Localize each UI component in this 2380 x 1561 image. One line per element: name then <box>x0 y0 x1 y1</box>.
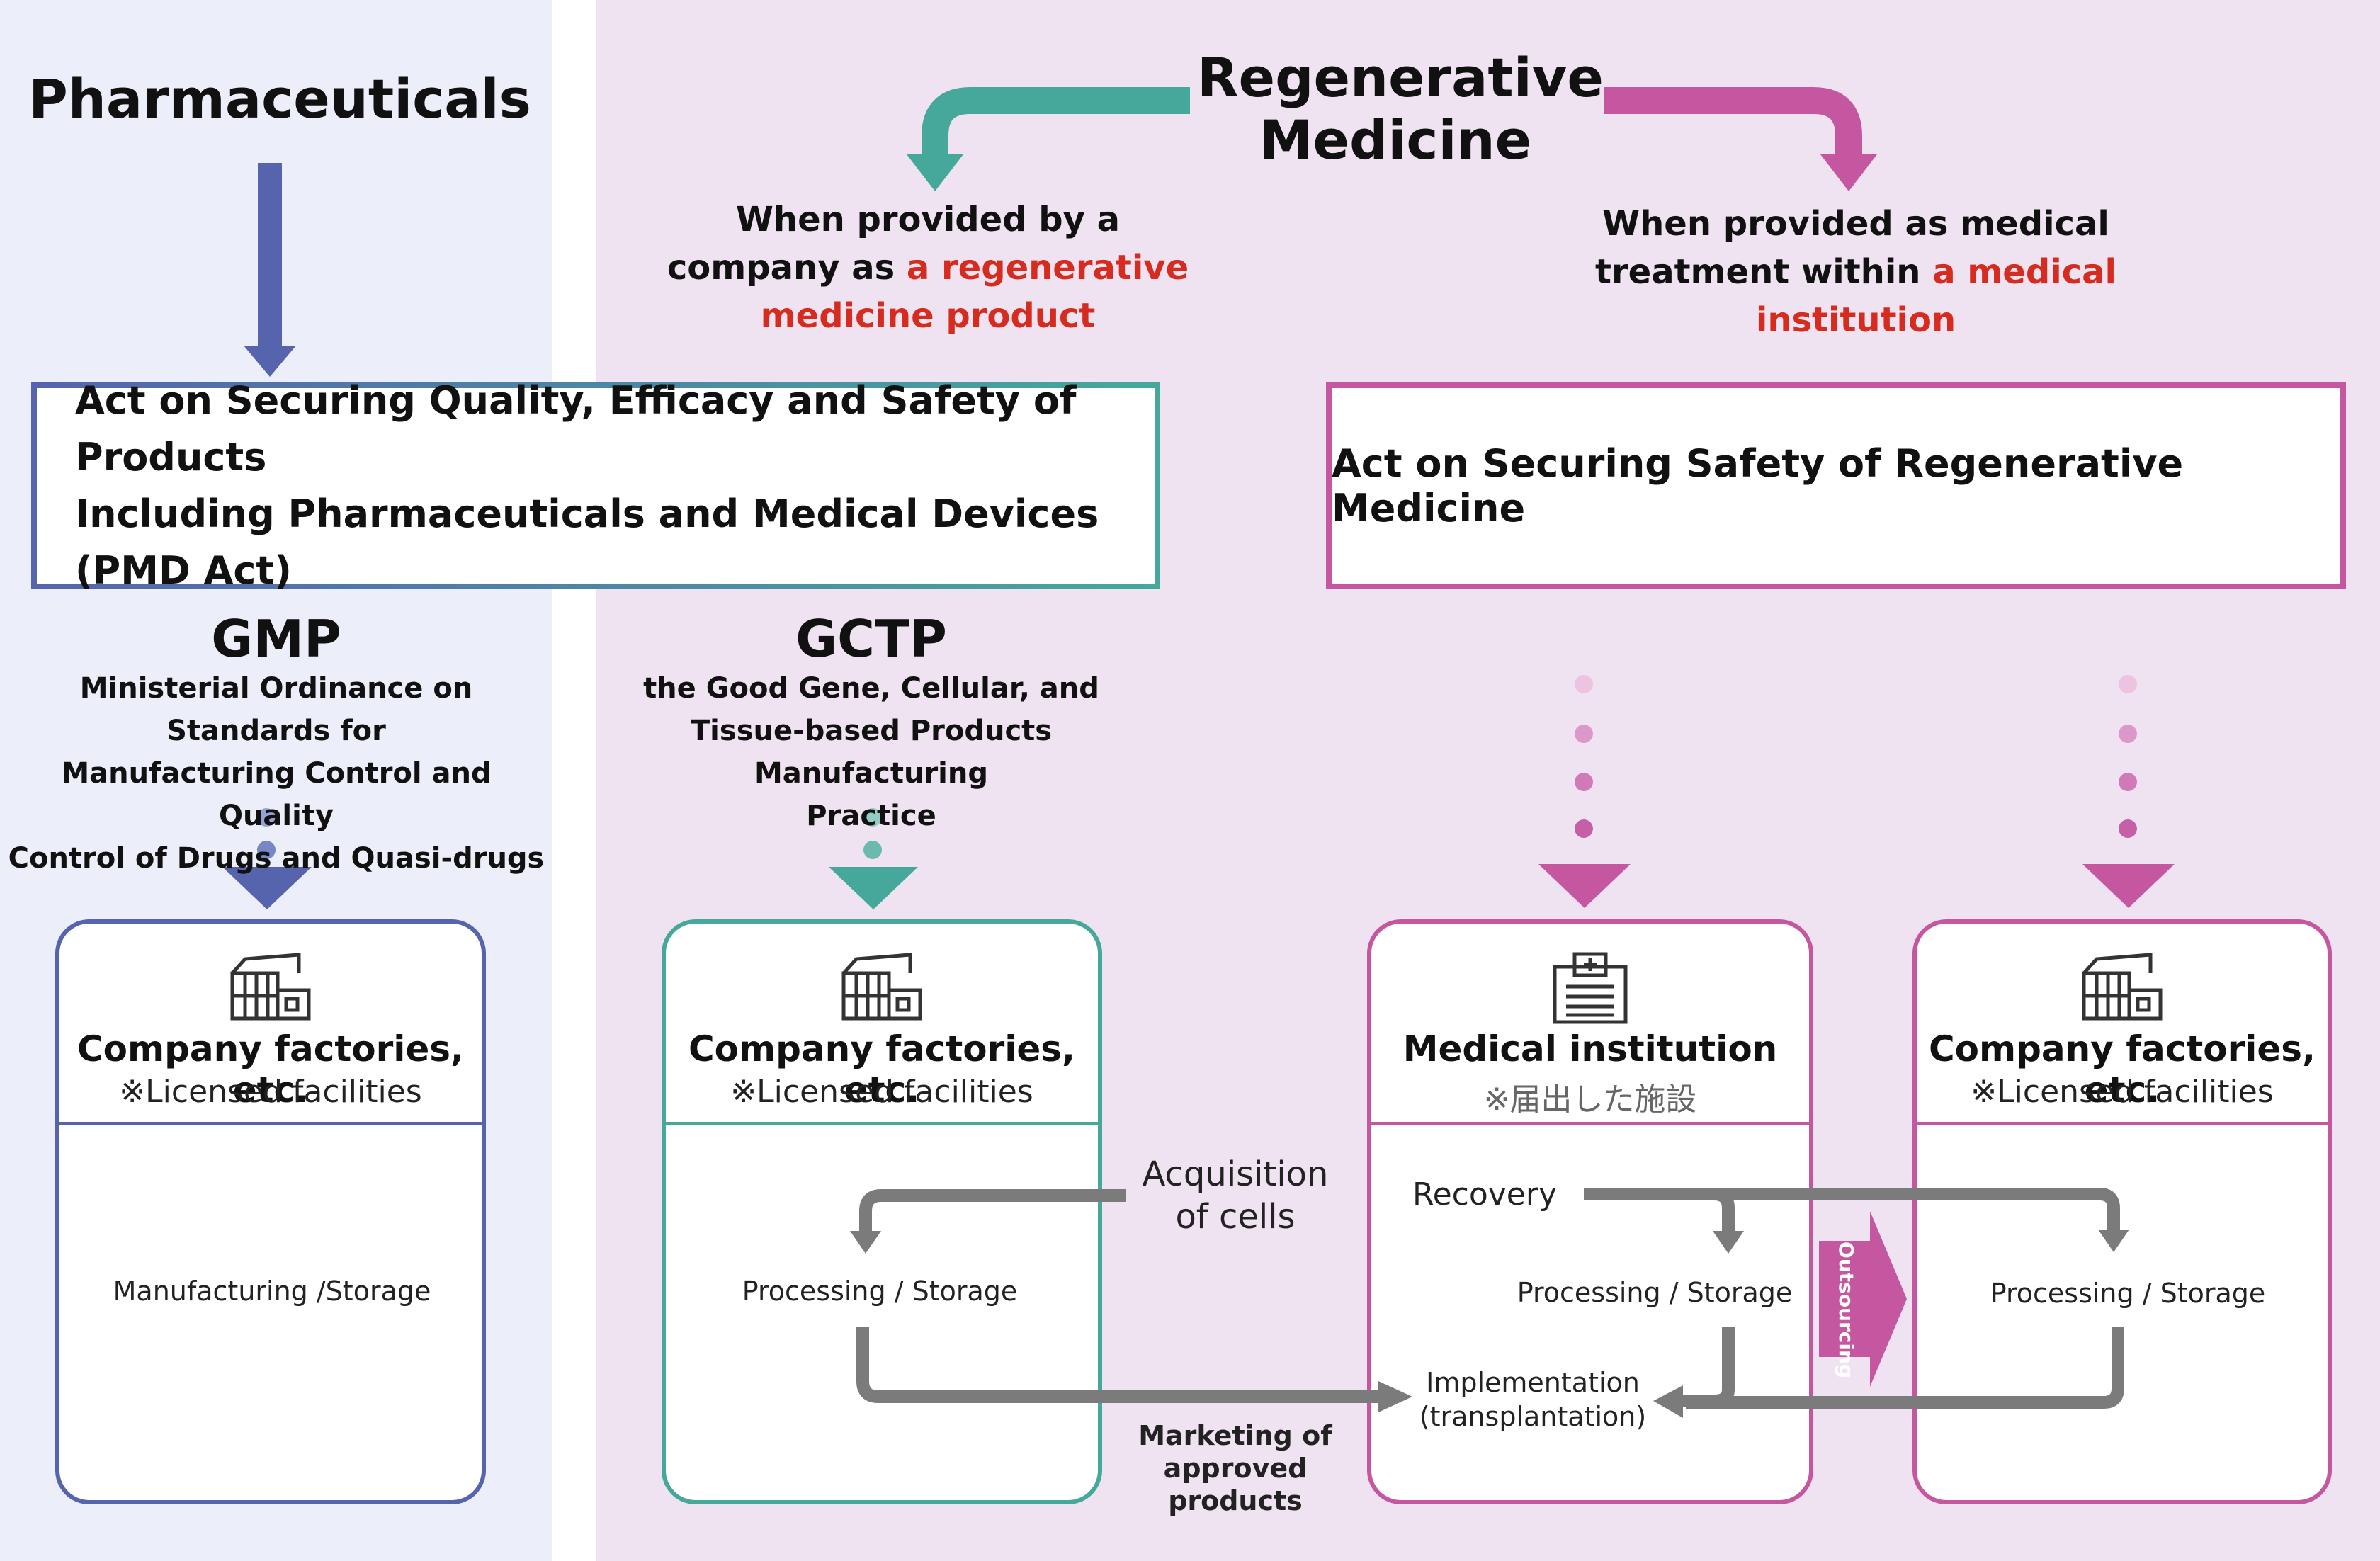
factory-icon <box>230 953 311 1021</box>
medical-dots-arrow <box>1538 675 1631 908</box>
implementation-line1: Implementation <box>1426 1367 1640 1398</box>
pmd-act-box: Act on Securing Quality, Efficacy and Sa… <box>31 378 1160 593</box>
box-name: Medical institution <box>1402 1028 1778 1069</box>
regen-right-arrow <box>1604 87 1877 191</box>
box-name: Company factories, etc. <box>76 1028 465 1111</box>
implementation-label: Implementation (transplantation) <box>1412 1358 1653 1441</box>
regen-medical-line3-red: institution <box>1755 300 1956 340</box>
box-note: ※届出した施設 <box>1483 1082 1697 1118</box>
company-factories-box-gctp: Company factories, etc. ※Licensed facili… <box>662 919 1102 1504</box>
recovery-to-outsourced-arrow <box>1714 1188 2120 1232</box>
gctp-block: GCTP the Good Gene, Cellular, and Tissue… <box>609 611 1133 837</box>
pharma-down-arrow <box>244 163 296 377</box>
implementation-line2: (transplantation) <box>1419 1401 1647 1432</box>
company-factories-box-gmp: Company factories, etc. ※Licensed facili… <box>55 919 486 1504</box>
gmp-title: GMP <box>211 609 341 669</box>
acquisition-arrow <box>859 1189 1126 1234</box>
regen-title-line1: Regenerative <box>1197 46 1604 109</box>
factory-icon <box>842 953 922 1021</box>
regen-company-caption: When provided by a company as a regenera… <box>638 195 1218 340</box>
box-header: Company factories, etc. ※Licensed facili… <box>1917 924 2328 1125</box>
pmd-act-line2: Including Pharmaceuticals and Medical De… <box>75 492 1099 593</box>
processing-storage-label-outsourced: Processing / Storage <box>1985 1261 2271 1326</box>
gctp-line1: the Good Gene, Cellular, and <box>643 672 1099 705</box>
regen-company-line2-plain: company as <box>667 248 907 288</box>
box-name: Company factories, etc. <box>1928 1028 2316 1111</box>
marketing-line1: Marketing of <box>1138 1420 1332 1451</box>
acquisition-of-cells-text: Acquisition of cells <box>1115 1153 1356 1238</box>
gmp-block: GMP Ministerial Ordinance on Standards f… <box>0 611 552 880</box>
marketing-arrow <box>856 1327 1381 1403</box>
box-header: Medical institution ※届出した施設 <box>1371 924 1809 1125</box>
acquisition-line2: of cells <box>1175 1197 1296 1237</box>
processing-storage-label-gctp: Processing / Storage <box>717 1261 1043 1322</box>
regen-company-line3-red: medicine product <box>760 296 1096 336</box>
processing-to-implementation-arrow <box>1679 1327 1735 1407</box>
regen-company-line1: When provided by a <box>735 200 1121 239</box>
regen-safety-act-box: Act on Securing Safety of Regenerative M… <box>1326 382 2346 589</box>
gmp-line3: Control of Drugs and Quasi-drugs <box>8 842 545 875</box>
box-header: Company factories, etc. ※Licensed facili… <box>666 924 1098 1125</box>
outsourcing-text: Outsourcing <box>1835 1242 1858 1378</box>
acquisition-line1: Acquisition <box>1142 1154 1329 1194</box>
company4-dots-arrow <box>2082 675 2175 908</box>
outsourcing-arrow <box>1819 1211 1907 1387</box>
gctp-dots-arrow <box>829 808 918 909</box>
factory-icon <box>2082 953 2163 1021</box>
manufacturing-storage-label: Manufacturing /Storage <box>109 1261 435 1322</box>
regen-title: Regenerative Medicine <box>1197 46 1604 171</box>
regen-medical-line2-red: a medical <box>1932 252 2116 292</box>
gctp-line3: Practice <box>806 800 936 832</box>
regen-company-line2-red: a regenerative <box>906 248 1189 288</box>
box-note: ※Licensed facilities <box>1971 1074 2274 1110</box>
marketing-text: Marketing of approved products <box>1094 1419 1377 1517</box>
pmd-act-line1: Act on Securing Quality, Efficacy and Sa… <box>75 378 1077 479</box>
outsourced-to-implementation-arrow <box>1686 1327 2124 1409</box>
hospital-icon <box>1553 952 1628 1024</box>
pharma-title: Pharmaceuticals <box>28 67 531 130</box>
gmp-line1: Ministerial Ordinance on Standards for <box>79 672 473 747</box>
regen-medical-line2-plain: treatment within <box>1595 252 1933 292</box>
recovery-to-processing-arrow <box>1584 1188 1735 1234</box>
regen-safety-act-text: Act on Securing Safety of Regenerative M… <box>1332 441 2184 530</box>
box-name: Company factories, etc. <box>688 1028 1076 1111</box>
recovery-label: Recovery <box>1387 1162 1582 1227</box>
gctp-line2: Tissue-based Products Manufacturing <box>690 715 1053 790</box>
regen-left-arrow <box>907 87 1190 191</box>
gmp-line2: Manufacturing Control and Quality <box>61 757 492 832</box>
regen-title-line2: Medicine <box>1259 108 1532 171</box>
processing-storage-label-medical: Processing / Storage <box>1512 1261 1798 1324</box>
box-note: ※Licensed facilities <box>119 1074 422 1110</box>
marketing-line2: approved products <box>1163 1453 1308 1516</box>
regen-medical-line1: When provided as medical <box>1602 204 2109 244</box>
box-header: Company factories, etc. ※Licensed facili… <box>60 924 482 1125</box>
regen-medical-caption: When provided as medical treatment withi… <box>1544 200 2168 344</box>
gctp-title: GCTP <box>795 609 947 669</box>
gmp-dots-arrow <box>222 808 312 909</box>
box-note: ※Licensed facilities <box>730 1074 1033 1110</box>
